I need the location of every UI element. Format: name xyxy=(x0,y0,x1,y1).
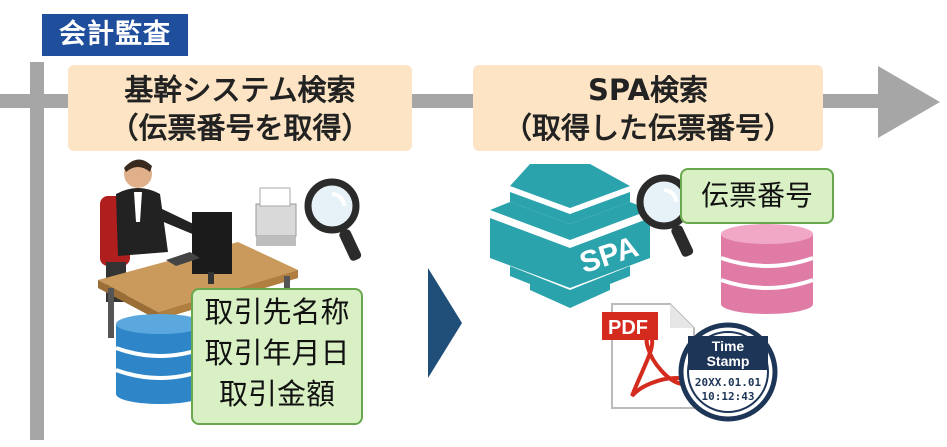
timeline-vertical xyxy=(30,62,44,440)
timestamp-date: 20XX.01.01 xyxy=(695,376,762,389)
left-title-line1: 基幹システム検索 xyxy=(124,73,356,107)
timestamp-icon: Time Stamp 20XX.01.01 10:12:43 xyxy=(678,322,778,422)
chevron-right-icon xyxy=(428,268,462,378)
right-field-box: 伝票番号 xyxy=(680,168,834,224)
pdf-icon: PDF xyxy=(602,303,695,409)
right-title-line2: （取得した伝票番号） xyxy=(502,111,793,145)
timestamp-time: 10:12:43 xyxy=(702,390,755,403)
right-title-box: SPA検索 （取得した伝票番号） xyxy=(473,65,823,151)
field-item: 取引先名称 xyxy=(204,295,350,329)
pdf-label: PDF xyxy=(608,317,648,339)
field-item: 取引年月日 xyxy=(204,336,350,370)
section-tag: 会計監査 xyxy=(42,14,188,56)
spa-stack-icon: SPA xyxy=(490,164,650,308)
timestamp-line2: Stamp xyxy=(707,353,750,369)
timeline-arrow-icon xyxy=(878,66,940,138)
right-title-line1: SPA検索 xyxy=(588,73,708,107)
magnifier-icon xyxy=(636,174,694,257)
timestamp-line1: Time xyxy=(712,338,745,354)
left-field-box: 取引先名称 取引年月日 取引金額 xyxy=(191,288,363,425)
field-item: 取引金額 xyxy=(218,377,335,411)
database-icon xyxy=(115,314,205,404)
office-worker-icon xyxy=(98,159,298,338)
left-title-line2: （伝票番号を取得） xyxy=(109,111,371,145)
left-title-box: 基幹システム検索 （伝票番号を取得） xyxy=(68,65,412,151)
database-icon xyxy=(720,224,814,314)
magnifier-icon xyxy=(304,178,362,261)
